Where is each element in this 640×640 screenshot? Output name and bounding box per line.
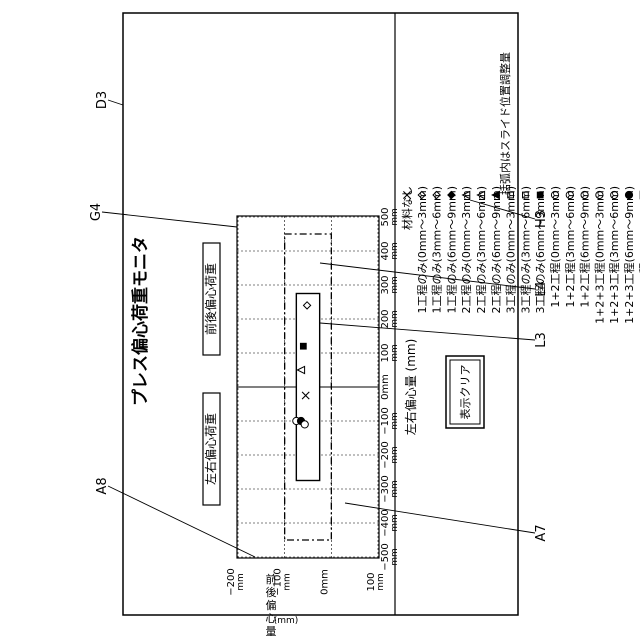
legend-item-label: 1+2+3工程(0mm〜3mm) <box>593 186 606 324</box>
x-tick: 400mm <box>380 241 400 260</box>
y-axis-label-char: 偏 <box>266 598 277 612</box>
monitor-screen-frame <box>123 13 518 615</box>
x-tick-unit: mm <box>390 480 400 498</box>
legend-note: 括弧内はスライド位置調整量 <box>498 52 512 195</box>
legend-item-label: 1+2+3工程(6mm〜9mm) <box>623 186 636 324</box>
legend-item-label: 3工程のみ(0mm〜3mm) <box>505 186 518 313</box>
data-point-square-filled <box>300 343 306 349</box>
lr-eccentric-load-label: 左右偏心荷重 <box>203 413 218 485</box>
y-axis-label-char: 量 <box>266 625 277 638</box>
x-tick: −500mm <box>380 543 400 570</box>
legend-item-label: 2工程のみ(0mm〜3mm) <box>460 186 473 313</box>
legend-item: 1+2+3工程(3mm〜6mm) <box>608 186 621 324</box>
x-tick-unit: mm <box>390 310 400 328</box>
x-tick: 100mm <box>380 343 400 362</box>
callout-g4: G4 <box>89 203 104 221</box>
callout-d3: D3 <box>95 91 110 109</box>
callout-a7: A7 <box>534 524 549 541</box>
y-axis-tick-labels: −200mm−100mm0mm100mm <box>226 568 386 595</box>
legend-item: 1工程のみ(6mm〜9mm) <box>445 186 458 313</box>
legend-item-label: 1工程のみ(0mm〜3mm) <box>416 186 429 313</box>
fb-eccentric-load-button[interactable]: 前後偏心荷重 <box>203 243 220 355</box>
fb-eccentric-load-label: 前後偏心荷重 <box>203 263 218 335</box>
y-tick: −200mm <box>226 568 246 595</box>
legend-item: 1工程のみ(3mm〜6mm) <box>431 186 444 313</box>
x-tick-unit: mm <box>390 548 400 566</box>
x-tick: 500mm <box>380 207 400 226</box>
screen-title: プレス偏心荷重モニタ <box>130 236 151 406</box>
leader-a7 <box>345 503 535 533</box>
x-tick-label: 0mm <box>380 374 391 400</box>
legend-item-label: 1+2+3工程(3mm〜6mm) <box>608 186 621 324</box>
x-tick-unit: mm <box>390 514 400 532</box>
lr-eccentric-load-button[interactable]: 左右偏心荷重 <box>203 393 220 505</box>
leader-l3 <box>320 323 535 340</box>
x-tick: −300mm <box>380 475 400 502</box>
legend-item: 2工程のみ(6mm〜9mm) <box>490 186 503 313</box>
x-tick: 0mm <box>380 374 391 400</box>
callout-h3: H3 <box>534 210 549 228</box>
x-tick-unit: mm <box>390 276 400 294</box>
y-tick-unit: mm <box>283 573 293 591</box>
y-tick: 100mm <box>366 572 386 591</box>
legend-item: 材料なし <box>400 186 414 230</box>
y-axis-label-char: 後 <box>266 585 277 599</box>
display-clear-button[interactable]: 表示クリア <box>446 356 484 428</box>
x-tick: 300mm <box>380 275 400 294</box>
x-axis-tick-labels: −500mm −400mm −300mm −200mm −100mm 0mm 100mm 20… <box>380 207 400 570</box>
legend-item-label: 1+2工程(3mm〜6mm) <box>564 186 577 308</box>
x-tick-unit: mm <box>390 446 400 464</box>
legend-item-label: 2工程のみ(6mm〜9mm) <box>490 186 503 313</box>
legend-item: 3工程のみ(0mm〜3mm) <box>505 186 518 313</box>
data-point-circle-open <box>301 421 308 428</box>
x-tick-unit: mm <box>390 242 400 260</box>
legend-item: 2工程のみ(0mm〜3mm) <box>460 186 473 313</box>
x-tick-unit: mm <box>390 412 400 430</box>
display-clear-label: 表示クリア <box>458 365 472 420</box>
legend-item: 1+2+3工程(6mm〜9mm) <box>623 186 636 324</box>
callout-a8: A8 <box>95 477 110 494</box>
y-tick-label: 0mm <box>319 569 330 595</box>
x-tick-unit: mm <box>390 208 400 226</box>
legend-item-label: 1+2工程(6mm〜9mm) <box>579 186 592 308</box>
callout-l3: L3 <box>534 332 549 348</box>
x-tick-unit: mm <box>390 344 400 362</box>
y-tick-unit: mm <box>236 573 246 591</box>
slide-range-box-l3 <box>296 294 319 481</box>
legend: 材料なし1工程のみ(0mm〜3mm)1工程のみ(3mm〜6mm)1工程のみ(6m… <box>400 186 640 324</box>
y-tick-unit: mm <box>376 573 386 591</box>
legend-item: 1+2工程(3mm〜6mm) <box>564 186 577 308</box>
y-axis-label-unit: (mm) <box>274 616 299 626</box>
legend-item: 1+2工程(0mm〜3mm) <box>549 186 562 308</box>
x-tick: −200mm <box>380 441 400 468</box>
legend-item: 1+2工程(6mm〜9mm) <box>579 186 592 308</box>
legend-item-label: 1工程のみ(3mm〜6mm) <box>431 186 444 313</box>
legend-item: 3工程のみ(3mm〜6mm) <box>519 186 532 313</box>
legend-item: 1工程のみ(0mm〜3mm) <box>416 186 429 313</box>
x-tick: −100mm <box>380 407 400 434</box>
legend-item: 1+2+3工程(0mm〜3mm) <box>593 186 606 324</box>
legend-item-label: 1+2工程(0mm〜3mm) <box>549 186 562 308</box>
callout-l4: L4 <box>534 281 549 297</box>
legend-item-label: 3工程のみ(3mm〜6mm) <box>519 186 532 313</box>
leader-d3 <box>108 100 123 105</box>
x-axis-label: 左右偏心量 (mm) <box>403 339 418 436</box>
y-tick: 0mm <box>319 569 330 595</box>
y-axis-label-char: 前 <box>266 572 277 586</box>
x-tick: −400mm <box>380 509 400 536</box>
legend-item-label: 材料なし <box>400 186 414 230</box>
legend-item-label: 1工程のみ(6mm〜9mm) <box>445 186 458 313</box>
leader-a8 <box>108 486 255 557</box>
x-tick: 200mm <box>380 309 400 328</box>
